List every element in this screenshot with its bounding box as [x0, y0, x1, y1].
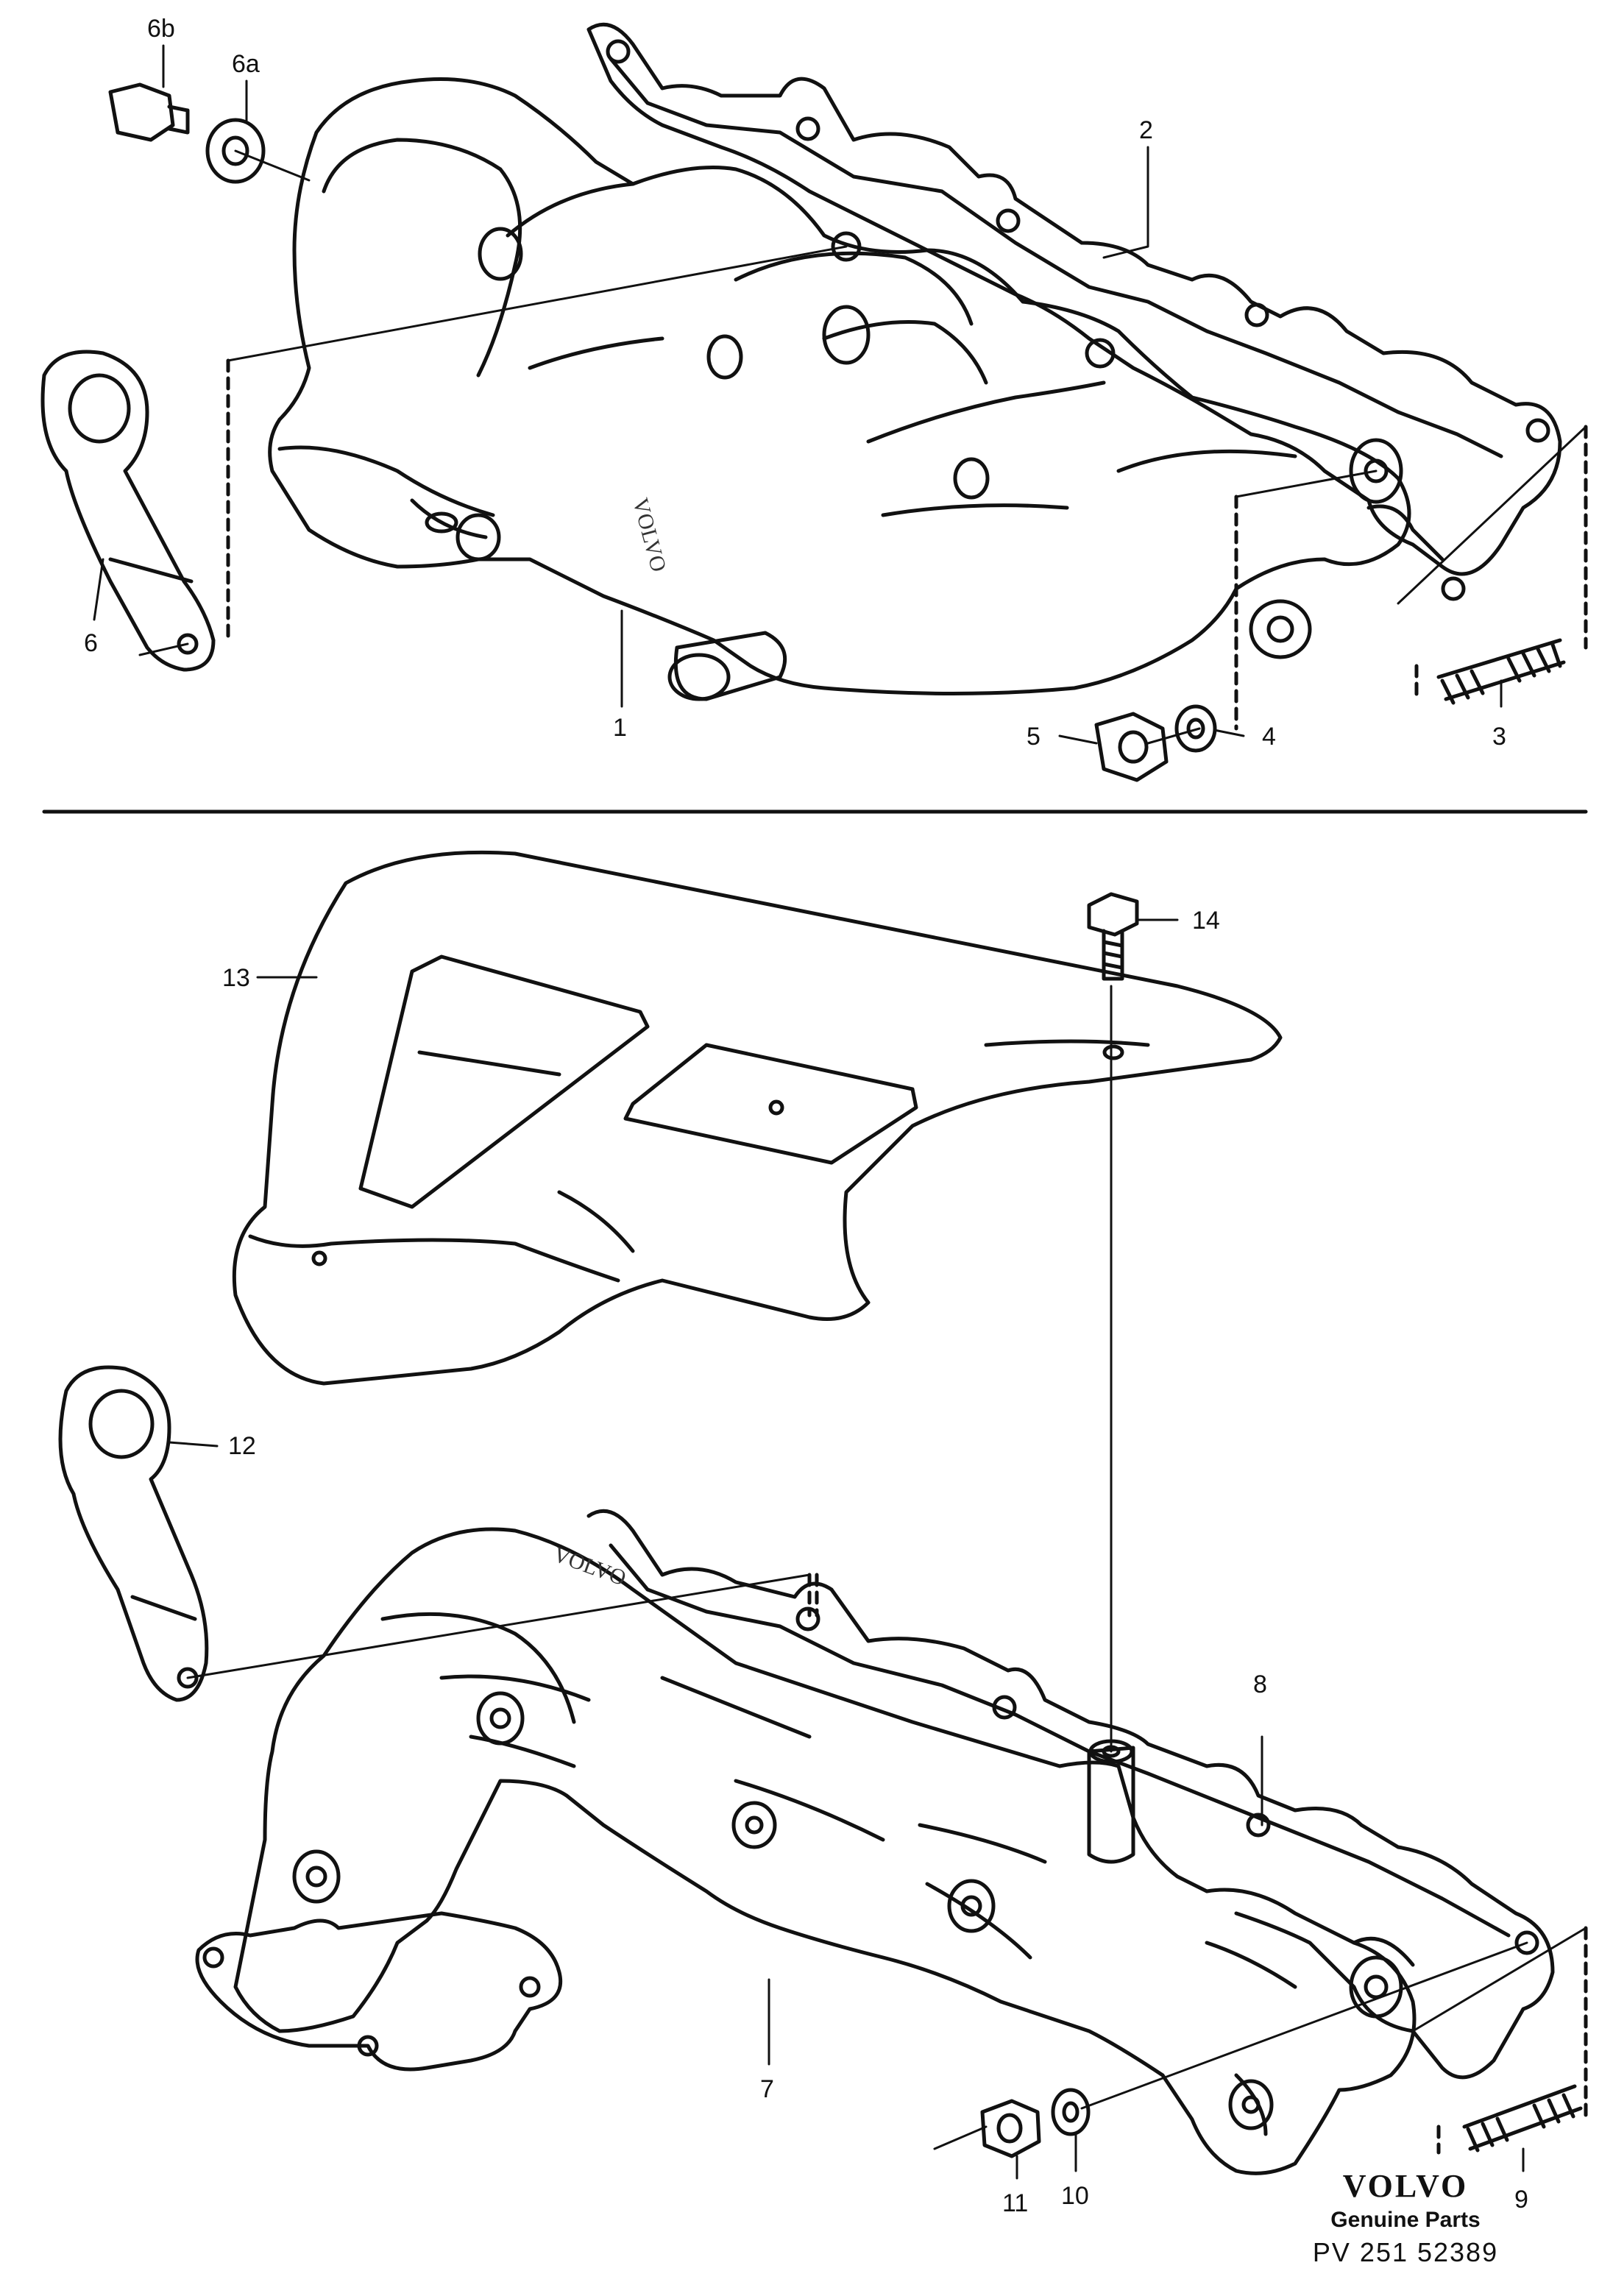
nut-11 — [980, 2099, 1041, 2158]
document-number: PV 251 52389 — [1312, 2237, 1499, 2267]
lifting-eye-lower — [58, 1365, 209, 1702]
alignment-lines-upper — [226, 358, 1588, 731]
bolt-6b — [108, 82, 190, 142]
callout-3: 3 — [1492, 723, 1506, 751]
heat-shield — [232, 850, 1283, 1386]
stud-3 — [1436, 638, 1566, 705]
callout-6: 6 — [84, 629, 98, 657]
callout-leaders — [93, 44, 1525, 2180]
lifting-eye-upper — [40, 350, 216, 672]
genuine-parts-label: Genuine Parts — [1330, 2208, 1481, 2232]
callout-9: 9 — [1514, 2186, 1528, 2214]
stud-9 — [1462, 2084, 1583, 2152]
callout-11: 11 — [1002, 2189, 1028, 2217]
exhaust-manifold-upper — [268, 77, 1444, 701]
alignment-lines-lower — [807, 1573, 1588, 2155]
casting-logo-upper: VOLVO — [628, 495, 670, 574]
callout-4: 4 — [1262, 723, 1276, 751]
callout-13: 13 — [222, 964, 250, 992]
exhaust-manifold-lower — [195, 1527, 1417, 2175]
casting-logo-lower: VOLVO — [550, 1542, 629, 1591]
callout-12: 12 — [228, 1432, 256, 1460]
gasket-lower — [586, 1509, 1555, 2080]
callout-6b: 6b — [147, 15, 175, 43]
washer-4 — [1174, 704, 1217, 753]
callout-2: 2 — [1139, 116, 1153, 144]
callout-14: 14 — [1192, 907, 1220, 935]
callout-10: 10 — [1061, 2182, 1089, 2210]
washer-6a — [205, 118, 266, 184]
callout-7: 7 — [760, 2075, 774, 2103]
callout-1: 1 — [613, 714, 627, 742]
gasket-upper — [586, 22, 1562, 601]
leader-lines-upper — [138, 149, 1587, 745]
callout-6a: 6a — [232, 50, 260, 78]
nut-5 — [1094, 712, 1169, 782]
callout-8: 8 — [1253, 1670, 1267, 1698]
leader-lines-lower — [186, 985, 1587, 2150]
bolt-14 — [1087, 892, 1139, 981]
volvo-brand: VOLVO — [1342, 2168, 1469, 2204]
callout-5: 5 — [1027, 723, 1041, 751]
washer-10 — [1051, 2088, 1091, 2136]
